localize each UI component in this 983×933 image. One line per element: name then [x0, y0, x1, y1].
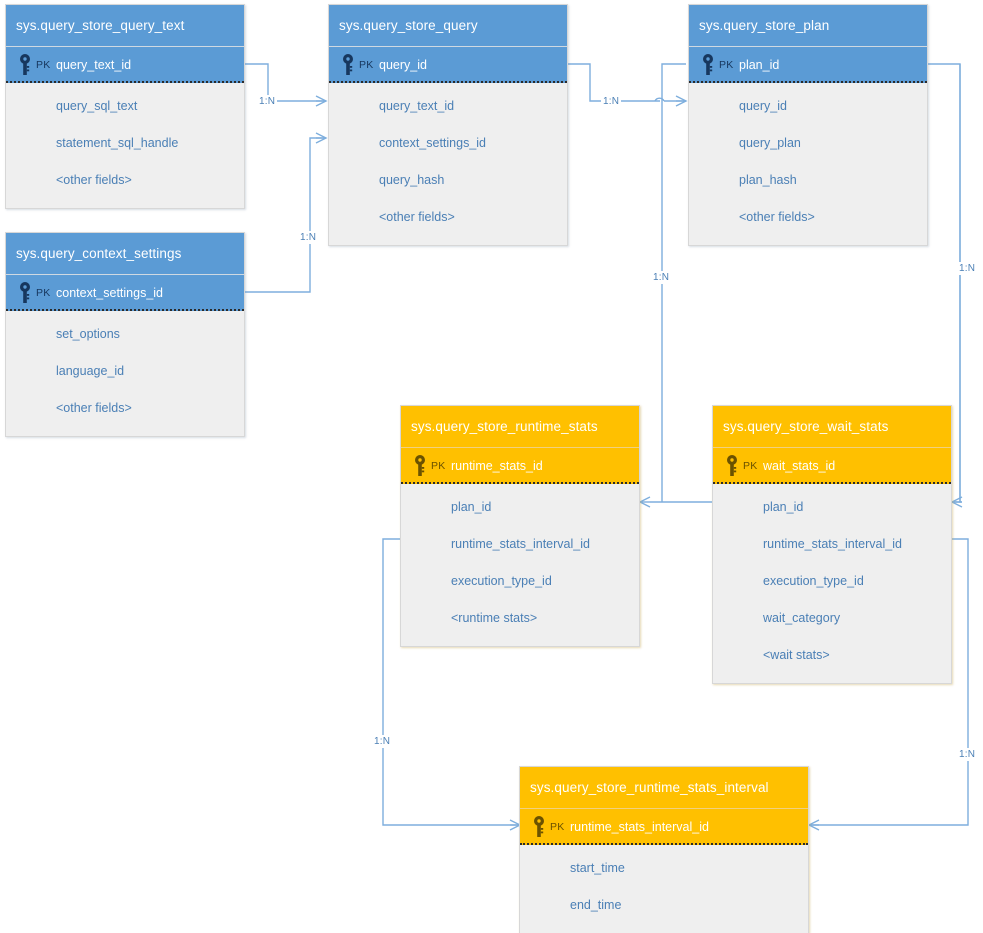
entity-title: sys.query_store_query: [329, 5, 567, 47]
field-row: execution_type_id: [763, 574, 864, 588]
field-row: plan_id: [763, 500, 804, 514]
primary-key-row[interactable]: PK query_text_id: [6, 47, 244, 83]
cardinality-label-interval-wait: 1:N: [957, 748, 978, 761]
entity-title: sys.query_store_runtime_stats: [401, 406, 639, 448]
field-row: <other fields>: [56, 173, 132, 187]
cardinality-label-context-query: 1:N: [298, 231, 319, 244]
field-row: query_hash: [379, 173, 445, 187]
cardinality-label-interval-runtime: 1:N: [372, 735, 393, 748]
key-icon: [703, 54, 713, 75]
pk-field-name: query_id: [379, 58, 427, 72]
pk-label: PK: [550, 821, 565, 833]
pk-field-name: context_settings_id: [56, 286, 164, 300]
entity-query-context-settings[interactable]: sys.query_context_settings PK context_se…: [5, 232, 245, 437]
key-icon: [343, 54, 353, 75]
field-row: query_text_id: [379, 99, 455, 113]
field-list: query_id query_plan plan_hash <other fie…: [689, 83, 927, 245]
field-row: runtime_stats_interval_id: [451, 537, 590, 551]
cardinality-label-query-plan: 1:N: [601, 95, 622, 108]
field-row: plan_id: [451, 500, 492, 514]
entity-query-store-wait-stats[interactable]: sys.query_store_wait_stats PK wait_stats…: [712, 405, 952, 684]
field-row: <runtime stats>: [451, 611, 538, 625]
field-row: <other fields>: [56, 401, 132, 415]
cardinality-label-plan-runtime: 1:N: [651, 271, 672, 284]
cardinality-label-plan-wait: 1:N: [957, 262, 978, 275]
entity-query-store-runtime-stats[interactable]: sys.query_store_runtime_stats PK runtime…: [400, 405, 640, 647]
field-row: <other fields>: [379, 210, 455, 224]
field-list: plan_id runtime_stats_interval_id execut…: [401, 484, 639, 646]
field-row: query_id: [739, 99, 787, 113]
field-row: start_time: [570, 861, 625, 875]
pk-field-name: query_text_id: [56, 58, 132, 72]
primary-key-row[interactable]: PK plan_id: [689, 47, 927, 83]
pk-label: PK: [431, 460, 446, 472]
field-row: <other fields>: [739, 210, 815, 224]
pk-field-name: plan_id: [739, 58, 780, 72]
field-row: query_plan: [739, 136, 801, 150]
key-icon: [20, 282, 30, 303]
pk-label: PK: [36, 287, 51, 299]
field-row: end_time: [570, 898, 622, 912]
field-row: context_settings_id: [379, 136, 487, 150]
entity-title: sys.query_store_runtime_stats_interval: [520, 767, 808, 809]
field-list: start_time end_time: [520, 845, 808, 933]
pk-label: PK: [359, 59, 374, 71]
key-icon: [534, 816, 544, 837]
entity-title: sys.query_store_query_text: [6, 5, 244, 47]
key-icon: [415, 455, 425, 476]
field-row: statement_sql_handle: [56, 136, 179, 150]
entity-query-store-plan[interactable]: sys.query_store_plan PK plan_id query_id…: [688, 4, 928, 246]
pk-label: PK: [743, 460, 758, 472]
connector-context-settings-to-query: [245, 132, 327, 293]
primary-key-row[interactable]: PK context_settings_id: [6, 275, 244, 311]
pk-label: PK: [719, 59, 734, 71]
pk-field-name: wait_stats_id: [763, 459, 836, 473]
field-row: language_id: [56, 364, 125, 378]
entity-query-store-query[interactable]: sys.query_store_query PK query_id query_…: [328, 4, 568, 246]
primary-key-row[interactable]: PK wait_stats_id: [713, 448, 951, 484]
entity-title: sys.query_store_wait_stats: [713, 406, 951, 448]
field-list: plan_id runtime_stats_interval_id execut…: [713, 484, 951, 683]
primary-key-row[interactable]: PK runtime_stats_id: [401, 448, 639, 484]
field-list: query_sql_text statement_sql_handle <oth…: [6, 83, 244, 208]
pk-field-name: runtime_stats_id: [451, 459, 543, 473]
connector-plan-to-wait-stats: [951, 64, 963, 508]
cardinality-label-text-query: 1:N: [257, 95, 278, 108]
field-list: query_text_id context_settings_id query_…: [329, 83, 567, 245]
field-row: wait_category: [763, 611, 841, 625]
entity-query-store-runtime-stats-interval[interactable]: sys.query_store_runtime_stats_interval P…: [519, 766, 809, 933]
field-row: set_options: [56, 327, 120, 341]
connector-query-to-plan: [568, 63, 687, 107]
entity-title: sys.query_context_settings: [6, 233, 244, 275]
entity-query-store-query-text[interactable]: sys.query_store_query_text PK query_text…: [5, 4, 245, 209]
field-row: query_sql_text: [56, 99, 138, 113]
pk-label: PK: [36, 59, 51, 71]
entity-title: sys.query_store_plan: [689, 5, 927, 47]
field-list: set_options language_id <other fields>: [6, 311, 244, 436]
pk-field-name: runtime_stats_interval_id: [570, 820, 709, 834]
field-row: <wait stats>: [763, 648, 830, 662]
field-row: execution_type_id: [451, 574, 552, 588]
key-icon: [20, 54, 30, 75]
field-row: runtime_stats_interval_id: [763, 537, 902, 551]
primary-key-row[interactable]: PK runtime_stats_interval_id: [520, 809, 808, 845]
primary-key-row[interactable]: PK query_id: [329, 47, 567, 83]
key-icon: [727, 455, 737, 476]
field-row: plan_hash: [739, 173, 797, 187]
